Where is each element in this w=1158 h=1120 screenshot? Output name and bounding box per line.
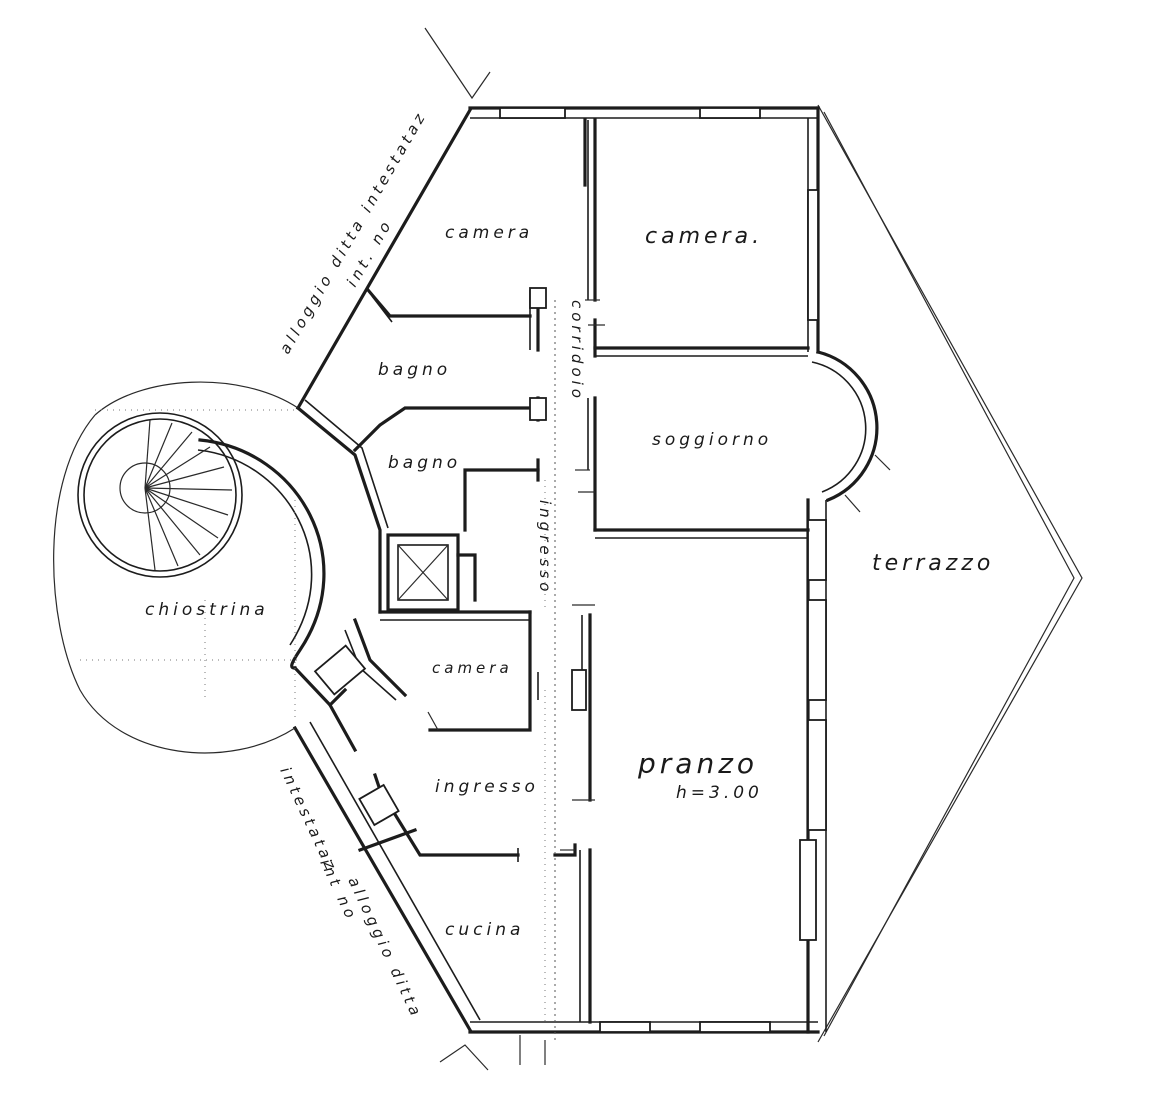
label-corridoio: corridoio xyxy=(568,300,586,402)
label-chiostrina: chiostrina xyxy=(145,600,269,620)
label-neighbor-bottom-2: alloggio ditta xyxy=(344,874,426,1022)
spiral-stair-icon xyxy=(77,412,243,578)
label-bagno-2: bagno xyxy=(388,453,461,473)
label-bagno-1: bagno xyxy=(378,360,451,380)
label-camera-small: camera xyxy=(432,659,513,677)
label-ingresso: ingresso xyxy=(435,777,539,797)
label-pranzo-height: h=3.00 xyxy=(676,783,763,803)
neighbor-boundaries xyxy=(424,27,491,1071)
terrace-outline xyxy=(817,104,1083,1043)
label-camera-right: camera. xyxy=(645,224,763,249)
neighbor-annotations: alloggio ditta intestataz int. no intest… xyxy=(276,107,431,1021)
soggiorno-bay-wall xyxy=(816,350,879,503)
chiostrina-courtyard xyxy=(53,381,326,754)
label-camera-left: camera xyxy=(445,223,533,243)
label-neighbor-top-1: alloggio ditta intestataz xyxy=(276,107,431,357)
door-openings xyxy=(519,299,605,1065)
interior-walls xyxy=(292,118,810,1040)
label-soggiorno: soggiorno xyxy=(652,430,772,450)
room-labels: camera camera. bagno bagno corridoio sog… xyxy=(145,223,994,940)
label-ingresso-vertical: ingresso xyxy=(536,500,554,595)
label-terrazzo: terrazzo xyxy=(872,551,994,576)
label-cucina: cucina xyxy=(445,920,524,940)
label-pranzo: pranzo xyxy=(637,747,758,780)
exterior-walls xyxy=(292,106,827,1034)
